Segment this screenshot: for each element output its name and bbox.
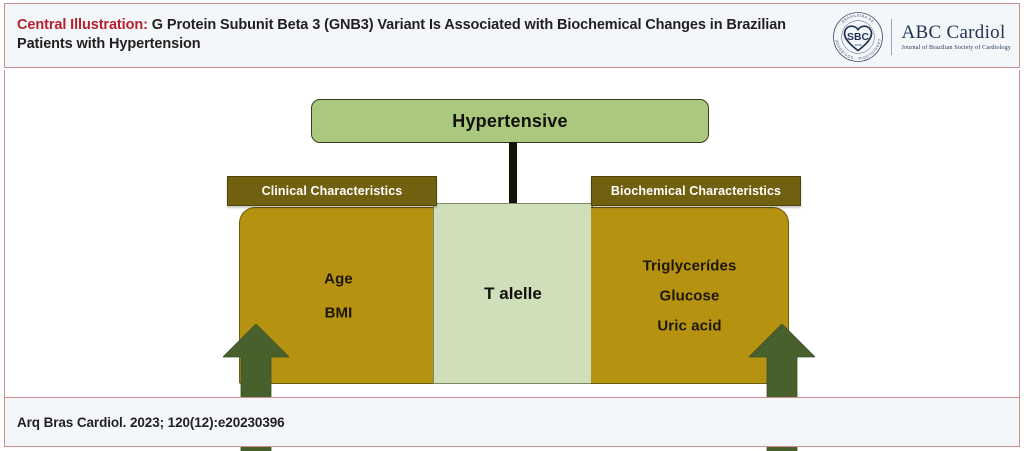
node-t-allele-label: T alelle — [484, 283, 542, 303]
list-item: BMI — [324, 304, 353, 321]
page-title: Central Illustration: G Protein Subunit … — [5, 4, 817, 54]
journal-name-block: ABC Cardiol Journal of Brazilian Society… — [901, 21, 1011, 52]
svg-text:SBC: SBC — [847, 32, 869, 43]
article-title: G Protein Subunit Beta 3 (GNB3) Variant … — [17, 17, 786, 53]
arrow-up-clinical-icon — [223, 324, 289, 451]
sbc-seal-icon: SBC 1943 BRASILEIRA DE CARDIOLOGIA · SOC… — [832, 11, 884, 63]
banner-clinical-label: Clinical Characteristics — [261, 184, 403, 198]
citation-text: Arq Bras Cardiol. 2023; 120(12):e2023039… — [17, 414, 285, 430]
list-item: Age — [324, 270, 353, 287]
central-illustration-label: Central Illustration: — [17, 17, 148, 33]
logo-divider — [891, 19, 893, 55]
journal-subtitle: Journal of Brazilian Society of Cardiolo… — [901, 44, 1011, 52]
node-hypertensive: Hypertensive — [311, 99, 709, 143]
journal-logo: SBC 1943 BRASILEIRA DE CARDIOLOGIA · SOC… — [832, 10, 1011, 64]
arrow-up-biochemical-icon — [749, 324, 815, 451]
header-bar: Central Illustration: G Protein Subunit … — [4, 3, 1020, 68]
node-hypertensive-label: Hypertensive — [452, 110, 568, 131]
banner-biochemical-characteristics: Biochemical Characteristics — [591, 176, 801, 206]
connector-line — [509, 142, 517, 208]
node-t-allele: T alelle — [433, 203, 593, 384]
list-item: Triglycerídes — [642, 257, 737, 274]
list-item: Glucose — [659, 287, 720, 304]
journal-name: ABC Cardiol — [901, 21, 1006, 43]
biochemical-items-list: Triglycerídes Glucose Uric acid — [591, 244, 788, 347]
footer-bar: Arq Bras Cardiol. 2023; 120(12):e2023039… — [4, 397, 1020, 447]
list-item: Uric acid — [657, 317, 722, 334]
clinical-items-list: Age BMI — [240, 253, 437, 338]
banner-clinical-characteristics: Clinical Characteristics — [227, 176, 437, 206]
banner-biochemical-label: Biochemical Characteristics — [610, 184, 782, 198]
figure-canvas: Hypertensive Age BMI T alelle Triglycerí… — [4, 70, 1020, 451]
svg-text:1943: 1943 — [855, 43, 862, 47]
